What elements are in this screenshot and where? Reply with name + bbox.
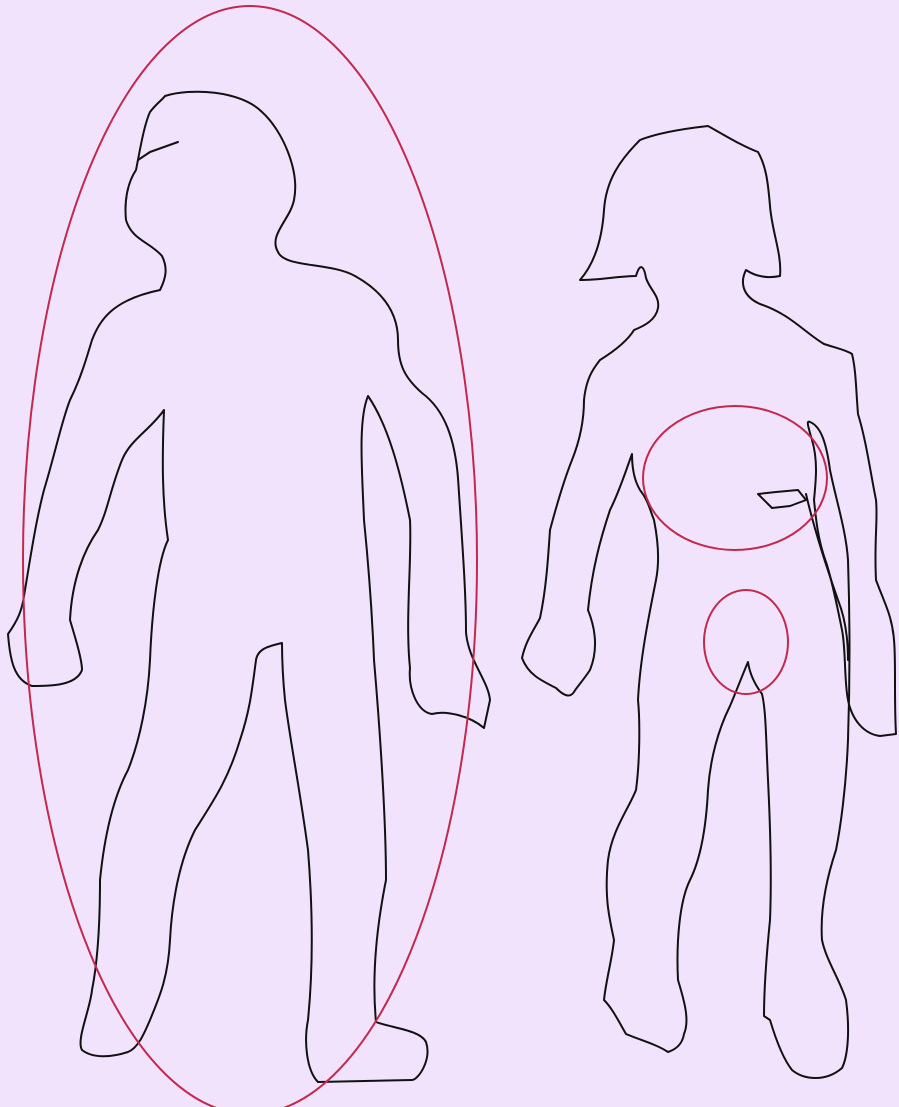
body-diagram-canvas xyxy=(0,0,899,1107)
